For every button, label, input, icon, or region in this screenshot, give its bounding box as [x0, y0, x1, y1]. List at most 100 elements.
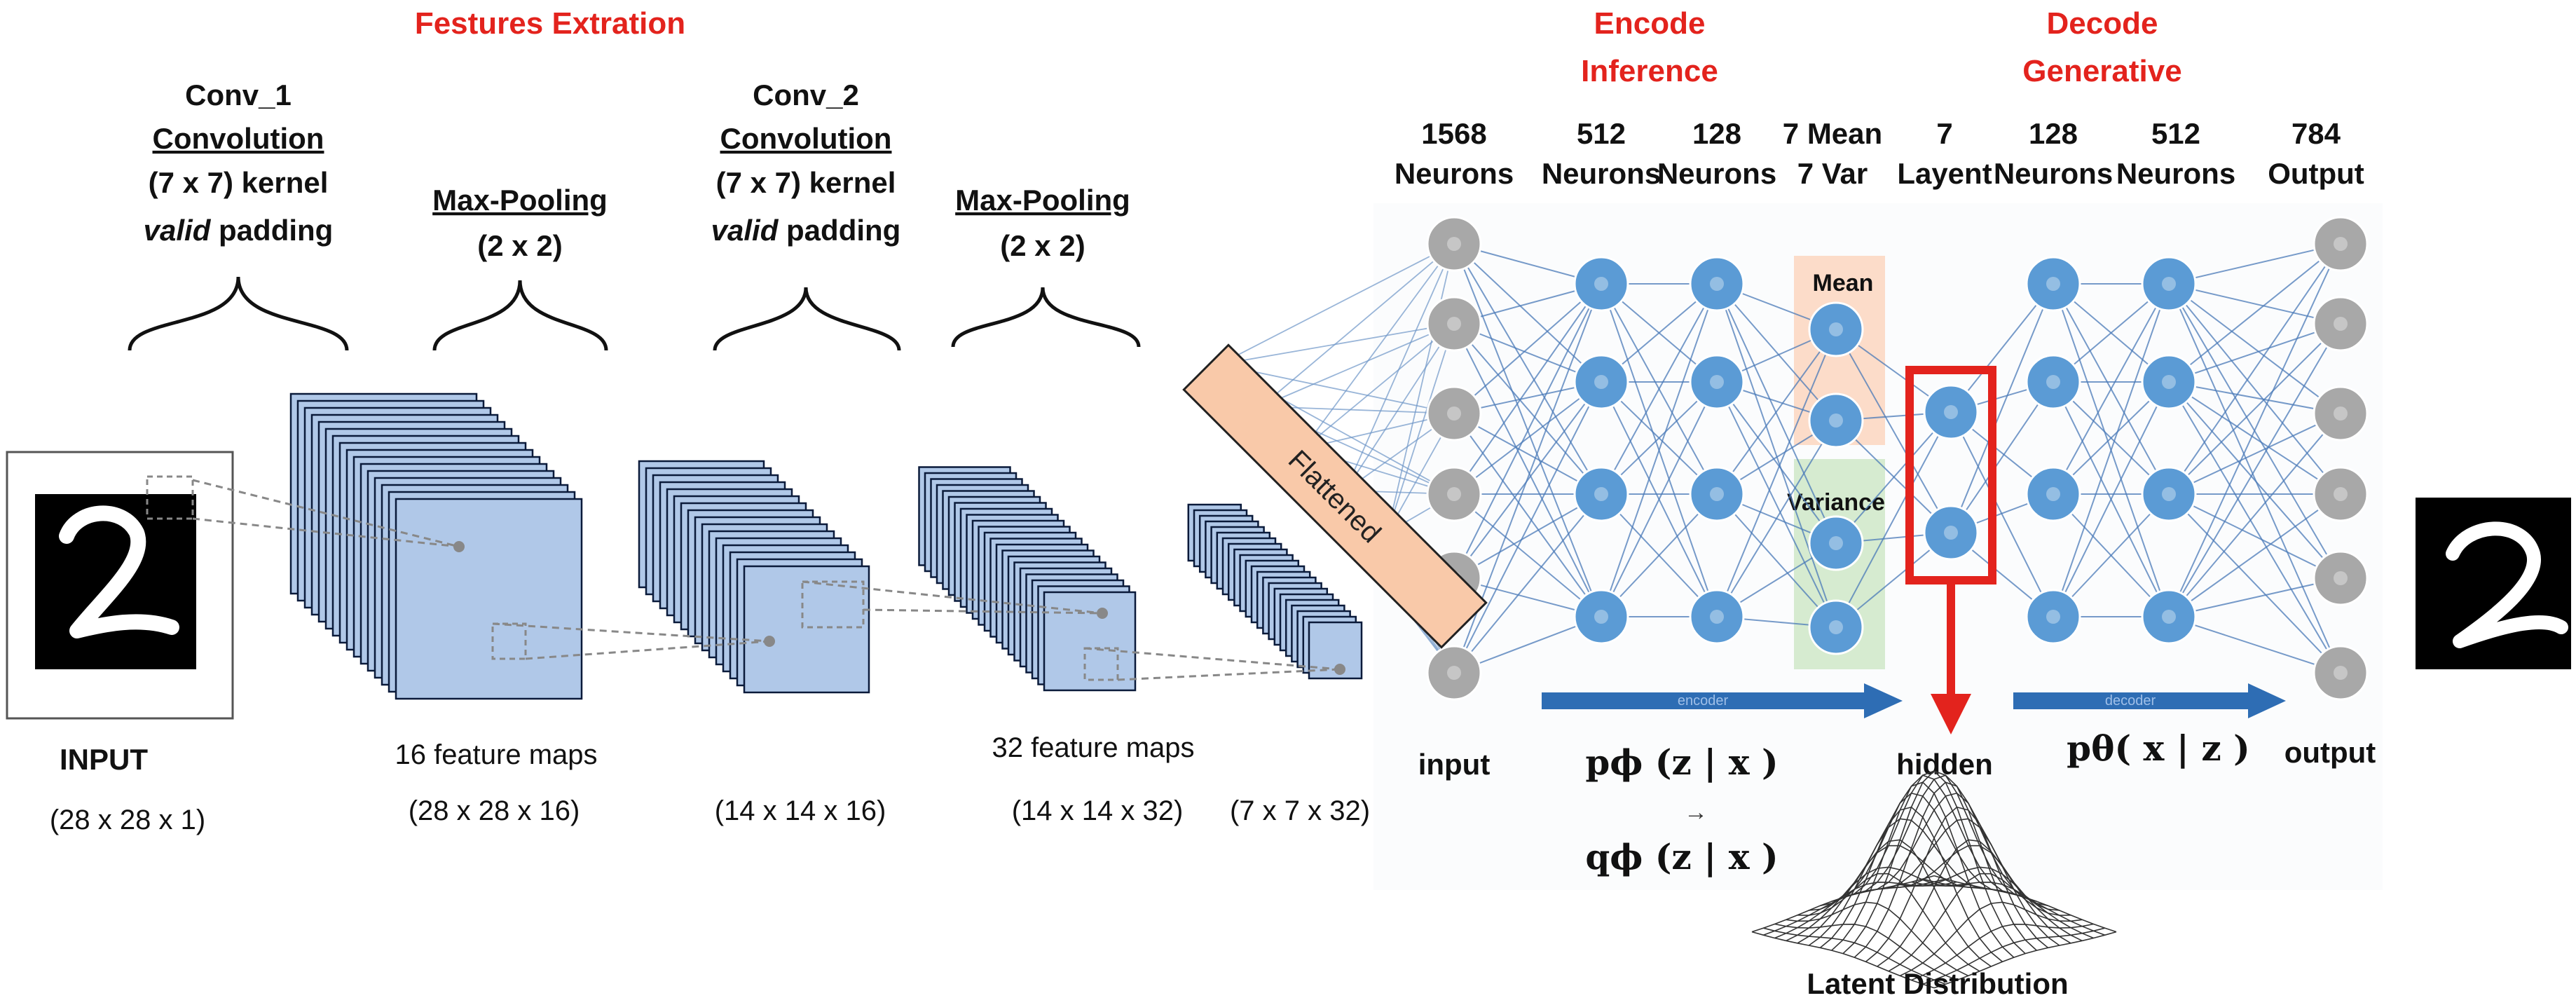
pool1-title: Max-Pooling [432, 184, 608, 217]
neuron-highlight [2162, 610, 2176, 624]
neuron-highlight [1944, 405, 1958, 419]
neuron-highlight [1447, 487, 1461, 501]
neuron-highlight [1710, 610, 1724, 624]
connection-line [2168, 323, 2341, 617]
flatten-connection-line [1261, 323, 1455, 407]
neuron-node [2025, 354, 2081, 410]
neuron-highlight [2334, 666, 2348, 680]
connection-line [2168, 283, 2341, 414]
conv1-kernel: (7 x 7) kernel [149, 166, 329, 199]
neuron-node [2313, 385, 2369, 442]
neuron-highlight [1594, 375, 1608, 389]
header-7-mean: 7 Mean [1783, 117, 1882, 150]
output-layer-label: output [2284, 736, 2376, 769]
flatten-connection-line [1219, 364, 1455, 414]
header-dec-128-neurons: Neurons [1994, 157, 2113, 190]
header-7: 7 [1936, 117, 1952, 150]
conv2-padding: valid padding [711, 214, 901, 247]
neuron-node [1689, 256, 1745, 312]
neuron-node [1689, 466, 1745, 522]
neuron-node [2025, 256, 2081, 312]
latent-mesh-line [1933, 931, 2117, 989]
pool1-label: Max-Pooling (2 x 2) [432, 184, 608, 351]
stack-conv1 [289, 392, 583, 700]
neuron-highlight [2334, 406, 2348, 421]
flattened-bar [1182, 343, 1488, 649]
neuron-highlight [2334, 317, 2348, 331]
neuron-highlight [1829, 536, 1843, 550]
connection-line [1453, 413, 1602, 617]
neuron-node [2313, 296, 2369, 352]
neuron-node [2141, 466, 2197, 522]
map1-dims: (28 x 28 x 16) [409, 795, 580, 826]
connection-line [2168, 493, 2341, 674]
latent-mesh-line [1922, 927, 2105, 985]
neuron-highlight [1594, 277, 1608, 291]
header-784: 784 [2291, 117, 2341, 150]
p-phi-formula: pϕ (z | x ) [1585, 741, 1778, 784]
neuron-highlight [1447, 406, 1461, 421]
decode-title: Decode [2047, 6, 2158, 41]
latent-mesh-line [1763, 927, 1946, 985]
map3-label: 32 feature maps [992, 732, 1194, 763]
map3-dims: (14 x 14 x 32) [1012, 795, 1184, 826]
connection-line [1716, 329, 1837, 495]
neuron-highlight [1710, 375, 1724, 389]
connection-line [1716, 283, 1837, 628]
neuron-highlight [2046, 610, 2060, 624]
conv2-type: Convolution [720, 122, 892, 155]
neuron-highlight [2334, 571, 2348, 585]
connection-line [1950, 283, 2054, 533]
connection-line [1453, 323, 1602, 495]
conv1-title: Conv_1 [185, 78, 292, 111]
variance-label: Variance [1787, 489, 1885, 516]
neuron-node [2025, 466, 2081, 522]
connection-line [2168, 323, 2341, 495]
connection-line [1835, 411, 1952, 628]
connection-line [2053, 381, 2170, 617]
connection-line [1835, 329, 1952, 533]
conv1-type: Convolution [153, 122, 324, 155]
latent-mesh-line [1774, 923, 1957, 981]
connection-line [1716, 381, 1837, 544]
latent-arrow-head [1931, 694, 1971, 734]
header-128: 128 [1692, 117, 1741, 150]
connection-line [2168, 381, 2341, 579]
connection-line [2168, 243, 2341, 617]
neuron-highlight [1829, 413, 1843, 428]
neuron-node [2141, 256, 2197, 312]
connection-line [1453, 493, 1602, 617]
input-layer-label: input [1418, 748, 1491, 781]
connection-line [1716, 283, 1837, 544]
neuron-highlight [2046, 487, 2060, 501]
latent-mesh-line [1877, 839, 2060, 967]
flatten-connection-line [1219, 243, 1455, 365]
flatten-connection-line [1219, 323, 1455, 365]
header-128-neurons: Neurons [1657, 157, 1776, 190]
latent-mesh-line [1842, 770, 2026, 955]
connection-line [1453, 493, 1602, 674]
connection-line [1453, 243, 1602, 383]
neuron-highlight [1594, 487, 1608, 501]
header-dec-512: 512 [2151, 117, 2200, 150]
neuron-highlight [2334, 237, 2348, 251]
latent-mesh-line [1751, 931, 1935, 989]
connection-line [1453, 283, 1602, 579]
neuron-node [1808, 392, 1864, 449]
latent-mesh-line [1865, 806, 2048, 962]
neuron-highlight [2162, 487, 2176, 501]
neuron-highlight [1710, 277, 1724, 291]
header-7-var: 7 Var [1797, 157, 1868, 190]
decoder-label: decoder [2105, 693, 2156, 709]
header-dec-128: 128 [2029, 117, 2078, 150]
stack-pool1-sheet [743, 565, 870, 694]
encode-title: Encode [1594, 6, 1706, 41]
mean-label: Mean [1813, 270, 1874, 296]
connection-line [2053, 283, 2170, 495]
connection-line [1601, 493, 1718, 617]
connection-line [1716, 381, 1837, 628]
header-dec-512-neurons: Neurons [2116, 157, 2235, 190]
p-theta-formula: pθ( x | z ) [2067, 727, 2250, 770]
conv1-brace [128, 276, 349, 351]
